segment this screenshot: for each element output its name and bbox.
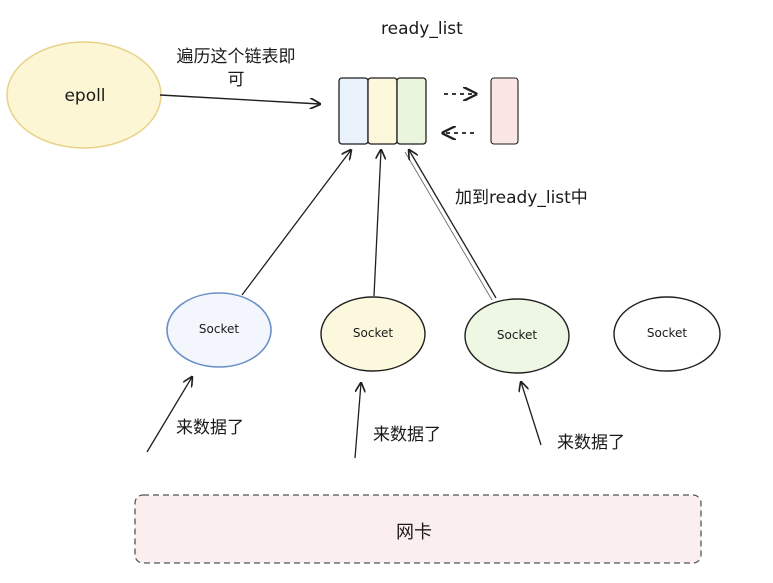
socket-3-label: Socket (496, 328, 538, 342)
data-arrow-1 (146, 377, 192, 453)
traverse-arrow (159, 94, 320, 104)
socket-4-label: Socket (646, 326, 688, 340)
traverse-label: 遍历这个链表即可 (176, 47, 296, 90)
add-to-ready-list-label: 加到ready_list中 (455, 188, 588, 208)
socket1-to-ready-list-arrow (241, 150, 351, 296)
ready-list-slot-1 (338, 77, 369, 145)
socket-2-label: Socket (352, 326, 394, 340)
ready-list-slot-extra (490, 77, 519, 145)
data-arrow-2 (354, 383, 361, 459)
socket-4 (613, 296, 721, 372)
socket-1-label: Socket (198, 322, 240, 336)
socket3-to-ready-list-arrow-trace (404, 151, 493, 301)
epoll-label: epoll (64, 86, 106, 106)
ready-list-slot-2 (367, 77, 398, 145)
socket-2 (320, 296, 426, 372)
data-arrived-label-2: 来数据了 (373, 425, 441, 445)
socket-1 (166, 292, 272, 368)
ready-list-title: ready_list (381, 19, 463, 39)
data-arrived-label-3: 来数据了 (557, 433, 625, 453)
socket-3 (464, 298, 570, 374)
data-arrived-label-1: 来数据了 (176, 418, 244, 438)
socket2-to-ready-list-arrow (373, 150, 381, 297)
nic-label: 网卡 (396, 522, 432, 543)
nic-box (134, 494, 702, 564)
socket3-to-ready-list-arrow (409, 150, 497, 299)
data-arrow-3 (521, 382, 542, 446)
ready-list-slot-3 (396, 77, 427, 145)
